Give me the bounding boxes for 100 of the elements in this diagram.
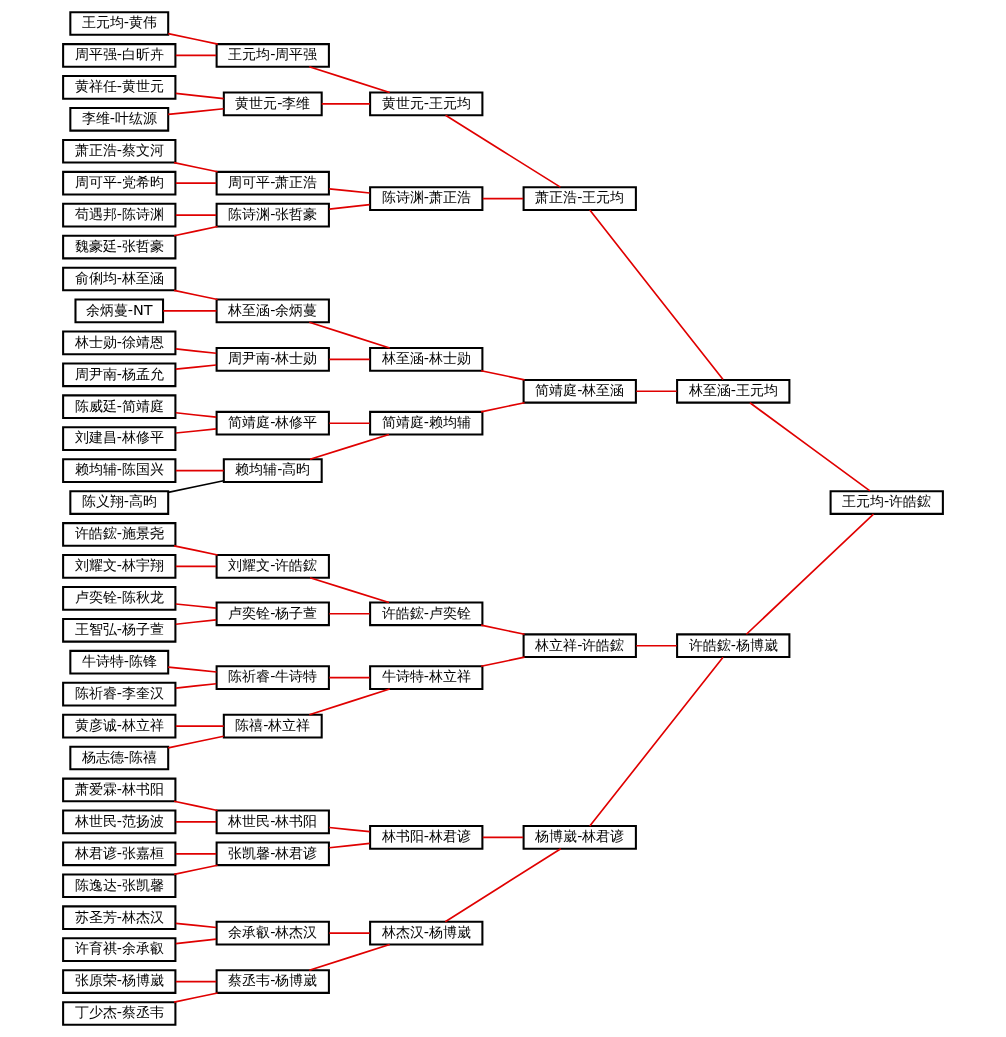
- connector: [482, 836, 524, 839]
- connector: [588, 209, 724, 381]
- node-box: 萧正浩-蔡文河: [62, 138, 177, 164]
- node-box: 林君谚-张嘉桓: [62, 841, 177, 867]
- node-box: 林士勋-徐靖恩: [62, 330, 177, 356]
- node-box: 赖均辅-高昀: [222, 458, 323, 483]
- node-box: 牛诗特-陈锋: [69, 649, 170, 675]
- node-box: 李维-叶纮源: [69, 106, 170, 132]
- node-box: 林至涵-王元均: [676, 378, 791, 404]
- node-box: 王智弘-杨子萱: [62, 617, 177, 643]
- connector: [173, 225, 219, 237]
- connector: [328, 188, 371, 194]
- connector: [588, 656, 724, 827]
- connector: [175, 603, 218, 609]
- connector: [175, 725, 225, 727]
- connector: [175, 411, 218, 418]
- node-box: 陈祈睿-李奎汉: [62, 681, 177, 707]
- node-box: 黄祥任-黄世元: [62, 75, 177, 100]
- node-box: 卢奕铨-杨子萱: [215, 601, 330, 627]
- connector: [175, 938, 218, 945]
- connector: [482, 197, 524, 200]
- node-box: 苟遇邦-陈诗渊: [62, 202, 177, 228]
- node-box: 俞俐均-林至涵: [62, 266, 177, 292]
- connector: [635, 644, 678, 647]
- node-box: 陈威廷-简靖庭: [62, 394, 177, 420]
- node-box: 陈祈睿-牛诗特: [215, 665, 330, 690]
- node-box: 张凯馨-林君谚: [215, 841, 330, 867]
- connector: [328, 676, 371, 679]
- connector: [175, 348, 218, 355]
- connector: [175, 682, 218, 689]
- node-box: 陈诗渊-萧正浩: [369, 186, 484, 211]
- node-box: 王元均-黄伟: [69, 11, 170, 36]
- connector: [167, 479, 225, 494]
- connector: [480, 656, 526, 668]
- node-box: 张原荣-杨博崴: [62, 969, 177, 994]
- connector: [308, 65, 391, 94]
- node-box: 赖均辅-陈国兴: [62, 458, 177, 483]
- node-box: 陈禧-林立祥: [222, 713, 323, 739]
- node-box: 黄世元-李维: [222, 91, 323, 117]
- connector: [749, 401, 871, 492]
- connector: [175, 853, 218, 855]
- connector: [480, 401, 526, 413]
- node-box: 许皓鋐-卢奕铨: [369, 601, 484, 627]
- node-box: 简靖庭-赖均辅: [369, 410, 484, 436]
- connector: [173, 992, 219, 1003]
- connector: [328, 422, 371, 425]
- connector: [308, 688, 391, 716]
- node-box: 许育祺-余承叡: [62, 937, 177, 962]
- node-box: 周平强-白昕卉: [62, 43, 177, 68]
- node-box: 丁少杰-蔡丞韦: [62, 1001, 177, 1026]
- connector: [444, 114, 562, 188]
- connector: [308, 943, 391, 972]
- connector: [173, 161, 219, 173]
- connector: [328, 358, 371, 361]
- connector: [175, 182, 218, 184]
- node-box: 陈义翔-高昀: [69, 490, 170, 515]
- connector: [175, 821, 218, 823]
- connector: [308, 321, 391, 349]
- connector: [175, 54, 218, 57]
- node-box: 林至涵-林士勋: [369, 347, 484, 372]
- connector: [328, 826, 371, 833]
- node-box: 黄世元-王元均: [369, 91, 484, 117]
- connector: [175, 364, 218, 370]
- node-box: 牛诗特-林立祥: [369, 665, 484, 690]
- node-box: 周可平-萧正浩: [215, 170, 330, 196]
- connector: [173, 289, 219, 301]
- connector: [167, 32, 219, 45]
- connector: [328, 842, 371, 849]
- node-box: 余承叡-林杰汉: [215, 920, 330, 946]
- node-box: 林世民-林书阳: [215, 809, 330, 835]
- connector: [175, 565, 218, 568]
- node-box: 余炳蔓-NT: [74, 298, 165, 324]
- node-box: 林杰汉-杨博崴: [369, 920, 484, 946]
- connector: [175, 469, 225, 472]
- node-box: 王元均-许皓鋐: [829, 490, 944, 515]
- connector: [173, 864, 219, 876]
- connector: [480, 369, 526, 381]
- connector: [328, 203, 371, 210]
- node-box: 黄彦诚-林立祥: [62, 713, 177, 739]
- node-box: 许皓鋐-施景尧: [62, 522, 177, 547]
- connector: [173, 545, 219, 556]
- node-box: 王元均-周平强: [215, 43, 330, 68]
- connector: [444, 847, 562, 923]
- connector: [167, 735, 225, 749]
- node-box: 周尹南-杨孟允: [62, 362, 177, 388]
- node-box: 刘耀文-许皓鋐: [215, 554, 330, 579]
- connector: [328, 932, 371, 934]
- node-box: 简靖庭-林修平: [215, 410, 330, 436]
- node-box: 萧爱霖-林书阳: [62, 777, 177, 803]
- connector: [745, 513, 875, 636]
- connector: [167, 666, 218, 673]
- node-box: 简靖庭-林至涵: [522, 378, 637, 404]
- connector: [635, 390, 678, 393]
- node-box: 林立祥-许皓鋐: [522, 633, 637, 659]
- connector: [175, 922, 218, 929]
- node-box: 许皓鋐-杨博崴: [676, 633, 791, 659]
- connector: [480, 624, 526, 636]
- node-box: 周可平-党希昀: [62, 170, 177, 196]
- connector: [162, 310, 218, 312]
- connector: [175, 92, 225, 100]
